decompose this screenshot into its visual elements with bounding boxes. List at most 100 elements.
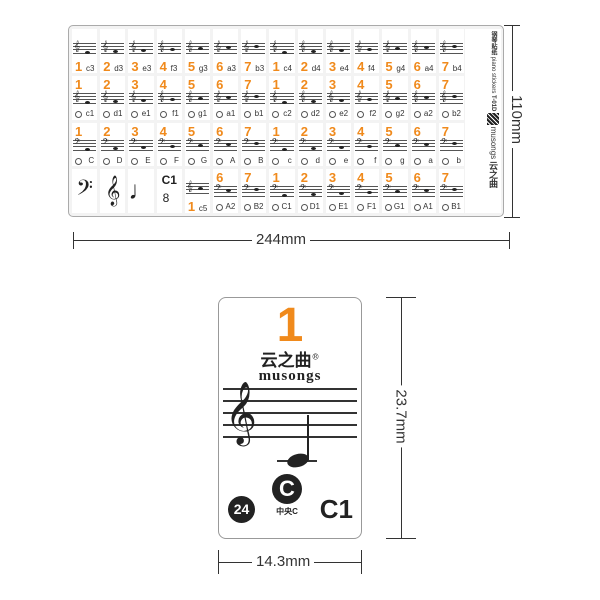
treble-clef-icon: 𝄞 [74, 41, 80, 52]
note-head [169, 97, 175, 101]
note-head [226, 189, 232, 193]
sticker-number: 4 [357, 59, 365, 73]
treble-clef-icon: 𝄞 [130, 90, 137, 102]
bass-clef-icon: 𝄢 [384, 184, 391, 196]
sticker-number: 7 [244, 123, 252, 139]
finger-circle [357, 110, 365, 118]
sheet-width-label: 244mm [252, 231, 311, 248]
sticker-number: 3 [328, 76, 337, 92]
mini-staff [439, 186, 464, 198]
mini-staff [129, 139, 153, 151]
sticker-number: 2 [300, 76, 308, 92]
note-label: c2 [283, 108, 292, 118]
note-label: e1 [141, 108, 151, 118]
sticker-number: 6 [216, 59, 224, 73]
sticker-number: 4 [357, 170, 365, 186]
mini-staff [326, 186, 351, 198]
note-label: e2 [339, 108, 349, 118]
sticker-number: 6 [216, 170, 224, 186]
mini-staff [270, 43, 294, 54]
note-head [310, 146, 316, 150]
note-head [338, 98, 344, 102]
note-head [282, 194, 288, 198]
note-label: b3 [255, 64, 265, 73]
treble-clef-icon: 𝄞 [384, 41, 391, 52]
note-label: d4 [311, 64, 321, 73]
note-label: c4 [283, 64, 292, 73]
finger-circle [159, 110, 167, 118]
note-label: a1 [226, 108, 236, 118]
mini-staff [73, 92, 97, 104]
note-label: D1 [309, 202, 320, 212]
sticker-number: 2 [103, 76, 111, 92]
sticker-width-label: 14.3mm [252, 553, 315, 570]
sticker-number: 3 [131, 123, 139, 139]
sticker-number: 5 [187, 123, 196, 139]
note-head [423, 189, 429, 193]
bass-clef-icon: 𝄢 [158, 137, 166, 149]
note-label: B [258, 155, 264, 165]
finger-circle [413, 204, 421, 212]
finger-circle [441, 157, 449, 165]
mini-staff [214, 139, 238, 151]
sticker-number: 7 [441, 123, 450, 139]
mini-staff [298, 92, 323, 104]
sticker-number: 4 [357, 123, 365, 139]
note-head [113, 99, 119, 103]
treble-clef-icon: 𝄞 [186, 90, 193, 102]
treble-clef-icon: 𝄞 [158, 90, 165, 102]
sheet-height-label: 110mm [507, 91, 525, 148]
note-label: e [343, 155, 349, 165]
note-head [310, 99, 316, 103]
mini-staff [326, 139, 351, 151]
dim-tick [504, 25, 520, 26]
treble-clef-icon: 𝄞 [356, 41, 363, 52]
treble-clef-icon: 𝄞 [327, 41, 334, 52]
note-label: A [229, 155, 236, 165]
mini-staff [298, 186, 323, 198]
bass-clef-icon: 𝄢 [384, 137, 391, 149]
mini-staff [411, 186, 436, 198]
mini-staff [383, 139, 407, 151]
finger-circle [300, 110, 308, 118]
dim-tick [361, 550, 362, 574]
note-caption: 中央C [276, 507, 298, 516]
bass-clef-icon: 𝄢 [440, 137, 448, 149]
mini-staff [185, 139, 210, 151]
sticker-number: 4 [159, 59, 167, 73]
sticker-number: 1 [75, 59, 83, 73]
treble-clef-icon: 𝄞 [130, 41, 137, 52]
note-label: d1 [113, 108, 123, 118]
sticker-number: 2 [103, 59, 111, 73]
note-label: b1 [254, 108, 264, 118]
treble-clef-icon: 𝄞 [102, 90, 109, 102]
finger-circle [216, 157, 224, 165]
note-head [367, 48, 373, 51]
note-label: D [116, 155, 123, 165]
note-head [282, 100, 288, 104]
quarter-note-icon: ♩ [128, 175, 154, 206]
note-label: F [173, 155, 179, 165]
staff-line [223, 400, 357, 402]
sticker-number: 6 [216, 76, 224, 92]
note-label: C [88, 155, 95, 165]
note-head [338, 49, 344, 52]
sticker-number: 7 [244, 76, 252, 92]
sticker-number: 3 [131, 59, 139, 73]
